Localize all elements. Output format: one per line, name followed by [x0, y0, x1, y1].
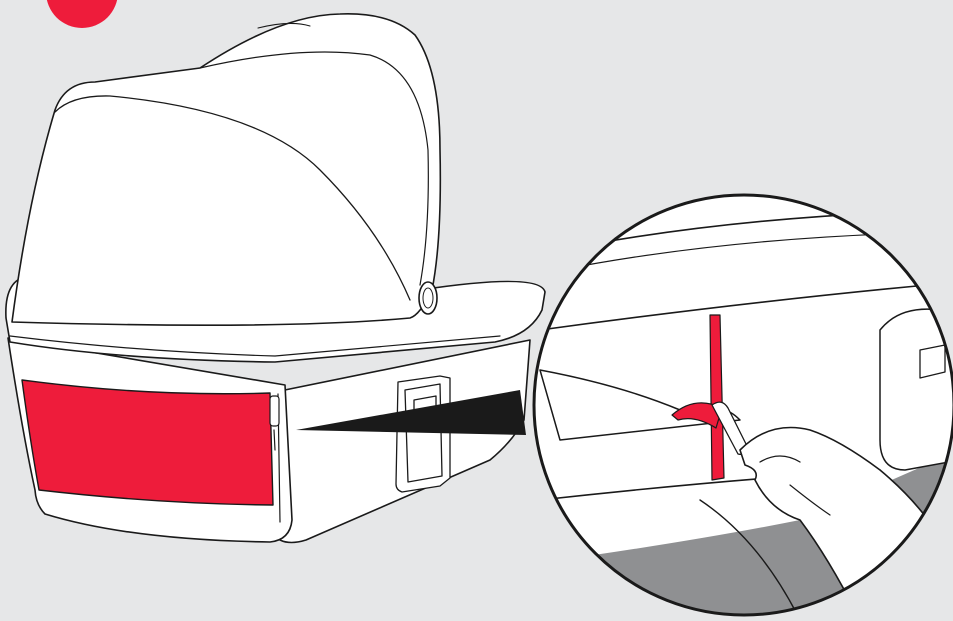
red-side-panel	[22, 380, 273, 505]
carrycot	[6, 14, 545, 543]
hood-hinge-knob	[419, 282, 437, 314]
carrycot-hood	[12, 14, 440, 325]
side-handle	[396, 376, 450, 492]
step-marker	[46, 0, 118, 28]
